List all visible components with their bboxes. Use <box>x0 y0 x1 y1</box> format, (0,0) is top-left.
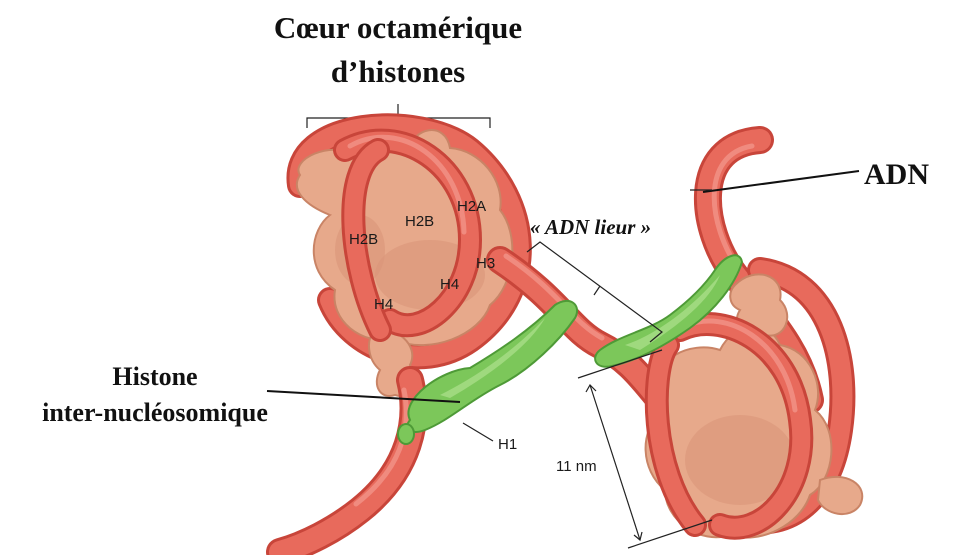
dna-label: ADN <box>864 158 929 191</box>
right-nucleosome <box>646 140 863 538</box>
histone-label-h3: H3 <box>476 255 495 272</box>
histone-label-h4-1: H4 <box>374 296 393 313</box>
h1-pointer <box>463 423 493 441</box>
h1-title-line2: inter-nucléosomique <box>42 398 268 427</box>
core-title-line1: Cœur octamérique <box>274 10 522 45</box>
h1-title-line1: Histone <box>112 362 197 391</box>
linker-dna-label: « ADN lieur » <box>530 215 651 239</box>
h1-label: H1 <box>498 436 517 453</box>
dna-tail-left <box>280 380 413 552</box>
histone-label-h2a: H2A <box>457 198 486 215</box>
histone-label-h2b-2: H2B <box>405 213 434 230</box>
size-label: 11 nm <box>556 458 597 475</box>
histone-label-h4-2: H4 <box>440 276 459 293</box>
histone-label-h2b-1: H2B <box>349 231 378 248</box>
core-title-line2: d’histones <box>331 54 465 89</box>
